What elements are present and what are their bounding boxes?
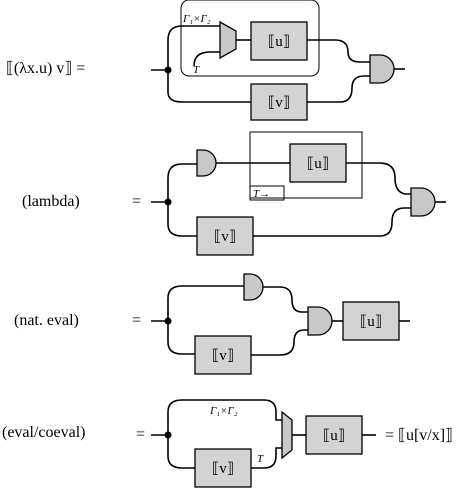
box-v-label: ⟦v⟧ xyxy=(212,461,234,477)
box-v-label: ⟦v⟧ xyxy=(214,229,236,245)
tag-gamma: Γ₁×Γ₂ xyxy=(209,405,238,417)
tag-gamma: Γ₁×Γ₂ xyxy=(182,13,211,25)
box-v-label: ⟦v⟧ xyxy=(268,95,290,111)
wire-v-out xyxy=(251,447,282,469)
eval-trapezoid xyxy=(219,20,237,60)
wire-v-out xyxy=(251,329,308,356)
copy-node xyxy=(164,198,172,206)
frame-rounded xyxy=(180,0,320,77)
box-u xyxy=(342,301,400,341)
row-3-equals: = xyxy=(132,312,141,329)
and-gate xyxy=(369,54,395,84)
box-u-label: ⟦u⟧ xyxy=(268,34,290,50)
wire-lower xyxy=(167,70,251,103)
delete-gate xyxy=(243,273,264,301)
tag-t: T xyxy=(193,64,200,76)
wire-lower xyxy=(167,202,197,237)
copy-node xyxy=(164,431,172,439)
wire-lower xyxy=(167,435,195,469)
wire-upper xyxy=(167,25,226,70)
wire-u-out xyxy=(346,162,411,195)
and-gate xyxy=(307,306,333,336)
row-3-label: (nat. eval) xyxy=(14,312,79,329)
box-v-label: ⟦v⟧ xyxy=(212,348,234,364)
box-u-label: ⟦u⟧ xyxy=(360,314,382,330)
box-v xyxy=(196,216,254,256)
wire-v-out xyxy=(307,75,370,103)
result-expression: = ⟦u[v/x]⟧ xyxy=(385,427,453,444)
box-u xyxy=(305,415,363,455)
box-v xyxy=(194,335,252,375)
wire-upper xyxy=(167,399,282,435)
tag-t-arrow: T→ xyxy=(253,188,270,200)
and-gate xyxy=(410,187,436,217)
row-2-label: (lambda) xyxy=(22,193,80,210)
row-1-label: ⟦(λx.u) v⟧ = xyxy=(6,60,85,77)
wire-lower xyxy=(167,321,195,355)
row-3-nat-eval: (nat. eval) = ⟦v⟧ ⟦u⟧ xyxy=(14,273,410,375)
row-2-equals: = xyxy=(132,193,141,210)
box-u xyxy=(250,21,308,61)
frame-lambda xyxy=(249,131,363,199)
row-2-lambda: (lambda) = T→ ⟦u⟧ ⟦v⟧ xyxy=(22,131,446,256)
row-4-equals: = xyxy=(136,426,145,443)
box-u-label: ⟦u⟧ xyxy=(323,428,345,444)
row-4-label: (eval/coeval) xyxy=(2,424,86,441)
eval-trapezoid xyxy=(281,410,293,460)
box-u-label: ⟦u⟧ xyxy=(307,156,329,172)
row-4-eval-coeval: (eval/coeval) = Γ₁×Γ₂ ⟦v⟧ T ⟦u⟧ = ⟦u[v/x… xyxy=(2,399,453,488)
copy-node xyxy=(164,317,172,325)
row-1-definition: ⟦(λx.u) v⟧ = T Γ₁×Γ₂ ⟦u⟧ ⟦v⟧ xyxy=(6,0,405,121)
box-v xyxy=(194,448,252,488)
wire-gate-out xyxy=(263,286,308,313)
t-wire xyxy=(193,51,226,67)
wire-upper xyxy=(167,163,197,202)
tag-t: T xyxy=(257,453,264,465)
copy-node xyxy=(164,66,172,74)
wire-upper xyxy=(167,285,244,321)
wire-v-out xyxy=(253,207,411,237)
delete-gate xyxy=(196,149,217,177)
box-u xyxy=(289,143,347,183)
frame-tag xyxy=(249,185,285,201)
wire-u-out xyxy=(307,39,370,63)
